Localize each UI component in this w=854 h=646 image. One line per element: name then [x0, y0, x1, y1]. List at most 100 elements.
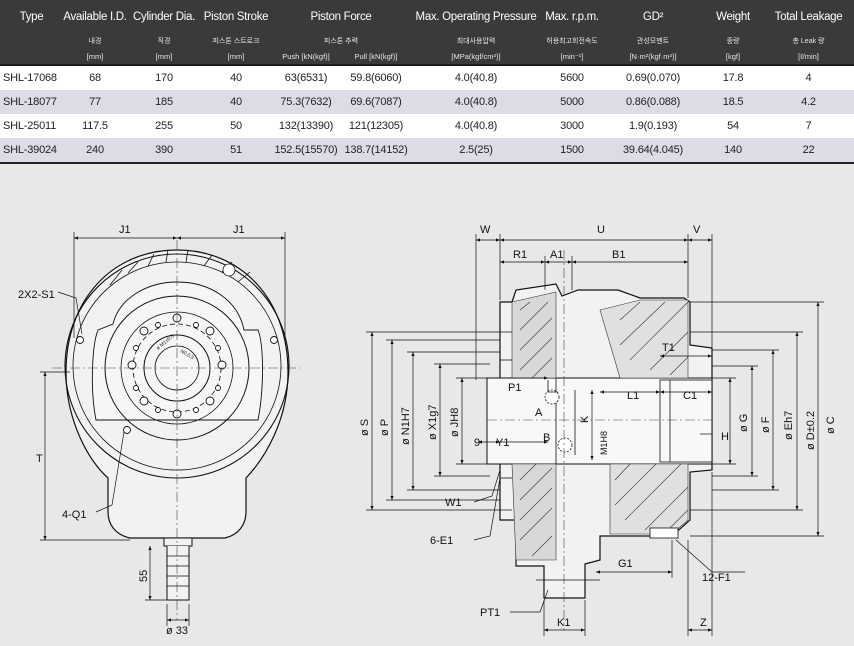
label-b: B	[543, 432, 550, 444]
cell-id: 77	[63, 90, 127, 114]
korean-type	[0, 34, 63, 48]
label-p1: P1	[508, 382, 521, 394]
dim-x1g7: ø X1g7	[427, 405, 439, 440]
cell-cyl: 185	[127, 90, 201, 114]
dim-t: T	[36, 453, 43, 465]
unit-stroke: [mm]	[201, 48, 271, 66]
dim-s: ø S	[359, 419, 371, 436]
cell-rpm: 5000	[541, 90, 604, 114]
dim-d: ø D±0.2	[805, 411, 817, 450]
cell-type: SHL-25011	[0, 114, 63, 138]
label-pt1: PT1	[480, 607, 500, 619]
cell-id: 240	[63, 138, 127, 164]
cell-rpm: 3000	[541, 114, 604, 138]
front-view: ø M1±0.5 N0.0.5	[40, 232, 300, 626]
cell-cyl: 390	[127, 138, 201, 164]
korean-gd: 관성모멘트	[603, 34, 704, 48]
dim-c: ø C	[825, 416, 837, 434]
cell-id: 68	[63, 65, 127, 90]
table-row: SHL-18077 77 185 40 75.3(7632) 69.6(7087…	[0, 90, 854, 114]
cell-stroke: 40	[201, 65, 271, 90]
unit-push: Push [kN(kgf)]	[271, 48, 341, 66]
cell-pressure: 2.5(25)	[411, 138, 542, 164]
cell-id: 117.5	[63, 114, 127, 138]
dim-c1: C1	[683, 390, 697, 402]
dim-t1: T1	[662, 342, 675, 354]
cell-type: SHL-17068	[0, 65, 63, 90]
cell-push: 152.5(15570)	[271, 138, 341, 164]
cell-type: SHL-18077	[0, 90, 63, 114]
dim-f: ø F	[760, 416, 772, 433]
dim-g1: G1	[618, 558, 633, 570]
dim-j1-left: J1	[119, 224, 131, 236]
cell-rpm: 5600	[541, 65, 604, 90]
cell-type: SHL-39024	[0, 138, 63, 164]
header-type: Type	[0, 0, 63, 34]
label-q1: 4-Q1	[62, 509, 86, 521]
cell-pull: 121(12305)	[341, 114, 412, 138]
cell-pressure: 4.0(40.8)	[411, 114, 542, 138]
dim-l1: L1	[627, 390, 639, 402]
dim-9: 9	[474, 437, 480, 449]
unit-rpm: [min⁻¹]	[541, 48, 604, 66]
dim-y1: Y1	[496, 437, 509, 449]
cell-weight: 54	[703, 114, 764, 138]
cell-pull: 59.8(6060)	[341, 65, 412, 90]
header-force: Piston Force	[271, 0, 412, 34]
dim-w: W	[480, 224, 491, 236]
unit-id: [mm]	[63, 48, 127, 66]
dim-p: ø P	[379, 419, 391, 436]
cell-weight: 18.5	[703, 90, 764, 114]
header-stroke: Piston Stroke	[201, 0, 271, 34]
korean-id: 내경	[63, 34, 127, 48]
korean-stroke: 피스톤 스트로크	[201, 34, 271, 48]
dim-g: ø G	[738, 414, 750, 432]
dim-v: V	[693, 224, 701, 236]
header-rpm: Max. r.p.m.	[541, 0, 604, 34]
cell-gd: 0.86(0.088)	[603, 90, 704, 114]
dim-55: 55	[138, 570, 150, 582]
header-pressure: Max. Operating Pressure	[411, 0, 542, 34]
korean-cyl: 직경	[127, 34, 201, 48]
cell-leak: 4.2	[763, 90, 854, 114]
dim-33: ø 33	[166, 625, 188, 637]
cell-gd: 0.69(0.070)	[603, 65, 704, 90]
cell-weight: 17.8	[703, 65, 764, 90]
cell-cyl: 170	[127, 65, 201, 90]
cell-push: 63(6531)	[271, 65, 341, 90]
front-view-labels: J1 J1 2X2-S1 T 4-Q1 55 ø 33	[18, 224, 245, 637]
dim-h: H	[721, 431, 729, 443]
side-view-labels: W U V R1 A1 B1 T1 P1 L1 C1 A B K M1H8 H …	[359, 224, 837, 629]
dim-k: K	[579, 415, 591, 423]
korean-rpm: 허용최고회전속도	[541, 34, 604, 48]
cell-cyl: 255	[127, 114, 201, 138]
unit-pull: Pull [kN(kgf)]	[341, 48, 412, 66]
spec-table-container: Type Available I.D. Cylinder Dia. Piston…	[0, 0, 854, 178]
dim-u: U	[597, 224, 605, 236]
side-view	[486, 250, 713, 630]
dim-n1h7: ø N1H7	[400, 407, 412, 445]
header-weight: Weight	[703, 0, 764, 34]
table-row: SHL-17068 68 170 40 63(6531) 59.8(6060) …	[0, 65, 854, 90]
label-f1: 12-F1	[702, 572, 731, 584]
drawing-svg: ø M1±0.5 N0.0.5 J1 J1 2X2-S1 T 4-Q1 55 ø…	[0, 178, 854, 641]
label-w1: W1	[445, 497, 462, 509]
dim-j1-right: J1	[233, 224, 245, 236]
dim-z: Z	[700, 617, 707, 629]
header-id: Available I.D.	[63, 0, 127, 34]
cell-leak: 4	[763, 65, 854, 90]
cell-pull: 138.7(14152)	[341, 138, 412, 164]
header-gd: GD²	[603, 0, 704, 34]
korean-pressure: 최대사용압력	[411, 34, 542, 48]
cell-rpm: 1500	[541, 138, 604, 164]
dim-eh7: ø Eh7	[783, 411, 795, 440]
spec-table: Type Available I.D. Cylinder Dia. Piston…	[0, 0, 854, 164]
korean-weight: 중량	[703, 34, 764, 48]
unit-leak: [ℓ/min]	[763, 48, 854, 66]
dim-k1: K1	[557, 617, 570, 629]
cell-pressure: 4.0(40.8)	[411, 90, 542, 114]
dim-b1: B1	[612, 249, 625, 261]
header-cyl: Cylinder Dia.	[127, 0, 201, 34]
dim-jh8: ø JH8	[449, 408, 461, 437]
dim-a1: A1	[550, 249, 563, 261]
